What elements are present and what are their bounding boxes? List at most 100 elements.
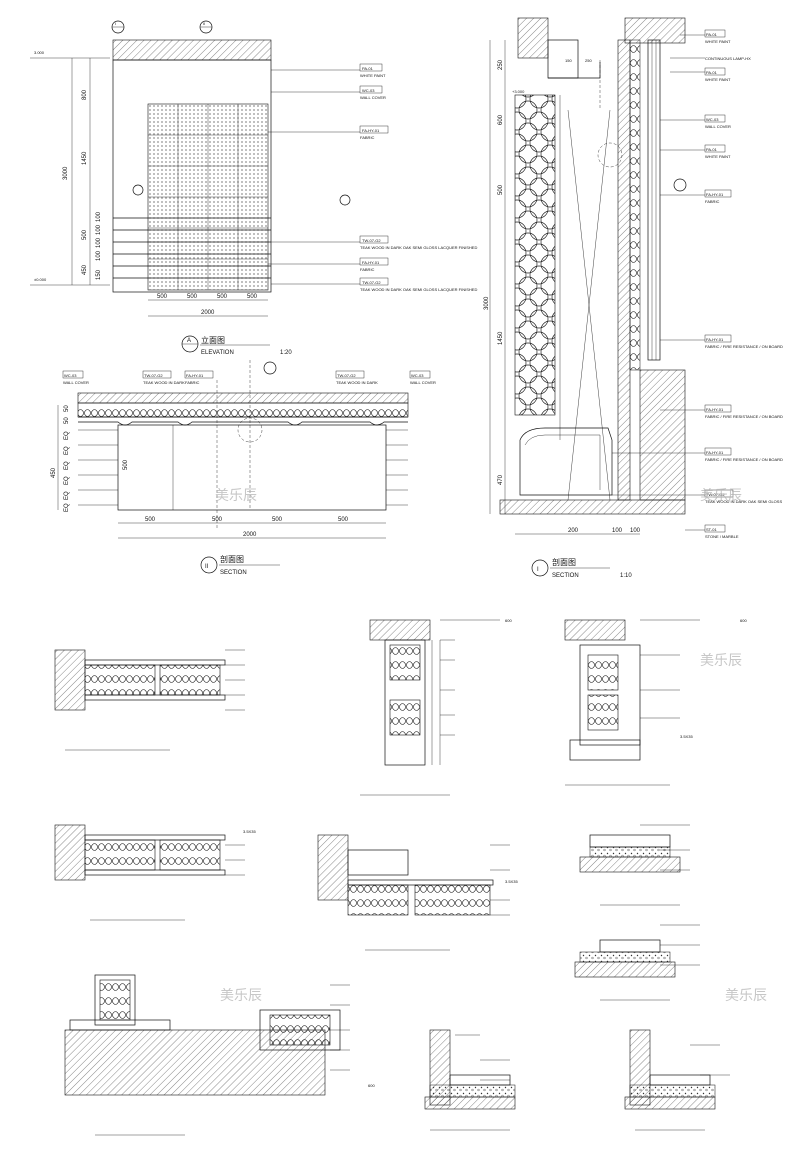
- section-opening: [117, 424, 387, 511]
- svg-text:ELEVATION: ELEVATION: [201, 350, 234, 356]
- svg-text:3000: 3000: [63, 166, 69, 180]
- section-ii-title: II 剖面图 SECTION: [200, 554, 280, 576]
- svg-text:TEAK WOOD IN DARK OAK SEMI GLO: TEAK WOOD IN DARK OAK SEMI GLOSS LACQUER…: [360, 245, 477, 250]
- elevation-dims-vertical: 3000 800 1450 500 450 100 100 100 100 15…: [63, 58, 102, 285]
- svg-text:600: 600: [505, 618, 512, 623]
- svg-text:250: 250: [585, 58, 592, 63]
- svg-text:FA-HY-01: FA-HY-01: [186, 373, 204, 378]
- elevation-title: A 立面图 ELEVATION 1:20: [181, 335, 292, 356]
- insulation-band: [77, 402, 409, 418]
- svg-text:500: 500: [217, 294, 228, 300]
- svg-text:100: 100: [96, 237, 102, 248]
- svg-text:WC-03: WC-03: [362, 88, 375, 93]
- svg-text:450: 450: [82, 264, 88, 275]
- svg-text:WALL COVER: WALL COVER: [63, 380, 89, 385]
- svg-text:PA-01: PA-01: [706, 147, 718, 152]
- section-ii-tags: WC-03 WALL COVER TW-07-G2 TEAK WOOD IN D…: [62, 370, 436, 385]
- svg-text:FABRIC: FABRIC: [360, 135, 375, 140]
- svg-text:500: 500: [212, 517, 223, 523]
- svg-text:II: II: [205, 564, 209, 570]
- detail-7: [574, 924, 700, 1001]
- watermark: 美乐辰: [700, 488, 742, 504]
- detail-3: 600 3.5X35: [564, 618, 747, 786]
- detail-4: 3.5X35: [54, 824, 256, 921]
- svg-text:SECTION: SECTION: [220, 570, 247, 576]
- svg-text:CONTINUOUS LAMP-HX: CONTINUOUS LAMP-HX: [705, 56, 751, 61]
- seat-cushion: [519, 427, 613, 496]
- svg-text:TW-07-G2: TW-07-G2: [337, 373, 356, 378]
- svg-text:STONE / MARBLE: STONE / MARBLE: [705, 534, 739, 539]
- left-board-lines: [78, 429, 408, 506]
- svg-text:EQ: EQ: [64, 461, 70, 470]
- svg-text:FA-HY-01: FA-HY-01: [362, 260, 380, 265]
- section-ii-view: WC-03 WALL COVER TW-07-G2 TEAK WOOD IN D…: [51, 360, 436, 576]
- wall-hatch: [77, 392, 409, 404]
- svg-text:600: 600: [740, 618, 747, 623]
- svg-text:FABRIC / FIRE RESISTANCE / ON: FABRIC / FIRE RESISTANCE / ON BOARD: [705, 344, 783, 349]
- svg-text:PA-01: PA-01: [362, 66, 374, 71]
- ceiling-hatch: [112, 39, 272, 61]
- svg-text:II: II: [203, 21, 205, 26]
- watermark: 美乐辰: [215, 488, 257, 504]
- svg-text:ST-01: ST-01: [706, 527, 717, 532]
- svg-text:500: 500: [82, 229, 88, 240]
- svg-text:600: 600: [498, 114, 504, 125]
- svg-text:剖面图: 剖面图: [220, 554, 244, 564]
- svg-text:WALL COVER: WALL COVER: [410, 380, 436, 385]
- svg-text:FABRIC: FABRIC: [185, 380, 200, 385]
- detail-6: [579, 824, 690, 906]
- section-markers: I II: [111, 20, 351, 206]
- svg-text:A: A: [187, 338, 191, 344]
- svg-text:立面图: 立面图: [201, 335, 225, 345]
- watermark: 美乐辰: [220, 988, 262, 1004]
- section-ii-dims: 450 50 50 EQ EQ EQ EQ EQ EQ 500 500 500 …: [51, 405, 386, 539]
- svg-text:FA-HY-01: FA-HY-01: [706, 407, 724, 412]
- svg-text:TW-07-G2: TW-07-G2: [362, 280, 381, 285]
- panel-profile: [78, 421, 408, 426]
- svg-text:150: 150: [96, 269, 102, 280]
- level-label: ±0.000: [34, 277, 47, 282]
- detail-10: [624, 1029, 730, 1131]
- svg-text:150: 150: [565, 58, 572, 63]
- svg-text:600: 600: [368, 1083, 375, 1088]
- detail-2: 600: [360, 618, 512, 796]
- floor-slab: [499, 499, 686, 515]
- detail-1: [54, 649, 245, 751]
- svg-text:I: I: [115, 21, 116, 26]
- svg-text:TEAK WOOD IN DARK OAK SEMI GLO: TEAK WOOD IN DARK OAK SEMI GLOSS: [705, 499, 782, 504]
- svg-text:450: 450: [51, 467, 57, 478]
- svg-text:PA-01: PA-01: [706, 70, 718, 75]
- svg-text:EQ: EQ: [64, 446, 70, 455]
- watermark: 美乐辰: [700, 653, 742, 669]
- svg-text:FA-HY-01: FA-HY-01: [706, 192, 724, 197]
- svg-text:TW-07-G2: TW-07-G2: [362, 238, 381, 243]
- svg-text:2000: 2000: [201, 310, 215, 316]
- section-i-tags: PA-01 WHITE PAINT CONTINUOUS LAMP-HX PA-…: [612, 29, 783, 539]
- svg-text:FA-HY-01: FA-HY-01: [706, 450, 724, 455]
- svg-text:FABRIC: FABRIC: [705, 199, 720, 204]
- section-i-view: +3.000 3000 250 600 500 1450 470 150 250…: [484, 17, 783, 579]
- svg-text:WHITE PAINT: WHITE PAINT: [705, 39, 731, 44]
- svg-text:2000: 2000: [243, 532, 257, 538]
- wall-core: [617, 39, 631, 501]
- wainscot-lines: [113, 217, 271, 279]
- svg-text:WALL COVER: WALL COVER: [705, 124, 731, 129]
- svg-text:3.5X35: 3.5X35: [680, 734, 693, 739]
- elevation-frame: [112, 59, 272, 293]
- svg-text:50: 50: [64, 417, 70, 424]
- svg-text:100: 100: [96, 224, 102, 235]
- svg-text:FABRIC / FIRE RESISTANCE / ON: FABRIC / FIRE RESISTANCE / ON BOARD: [705, 414, 783, 419]
- svg-text:TEAK WOOD IN DARK OAK SEMI GLO: TEAK WOOD IN DARK OAK SEMI GLOSS LACQUER…: [360, 287, 477, 292]
- svg-text:FA-HY-01: FA-HY-01: [706, 337, 724, 342]
- panel-grid: [148, 104, 268, 290]
- svg-text:3000: 3000: [484, 296, 490, 310]
- svg-text:SECTION: SECTION: [552, 573, 579, 579]
- svg-text:PA-01: PA-01: [706, 32, 718, 37]
- svg-text:WHITE PAINT: WHITE PAINT: [705, 77, 731, 82]
- svg-text:EQ: EQ: [64, 431, 70, 440]
- svg-text:100: 100: [630, 528, 641, 534]
- svg-text:FA-HY-01: FA-HY-01: [362, 128, 380, 133]
- svg-text:500: 500: [157, 294, 168, 300]
- svg-text:WC-03: WC-03: [64, 373, 77, 378]
